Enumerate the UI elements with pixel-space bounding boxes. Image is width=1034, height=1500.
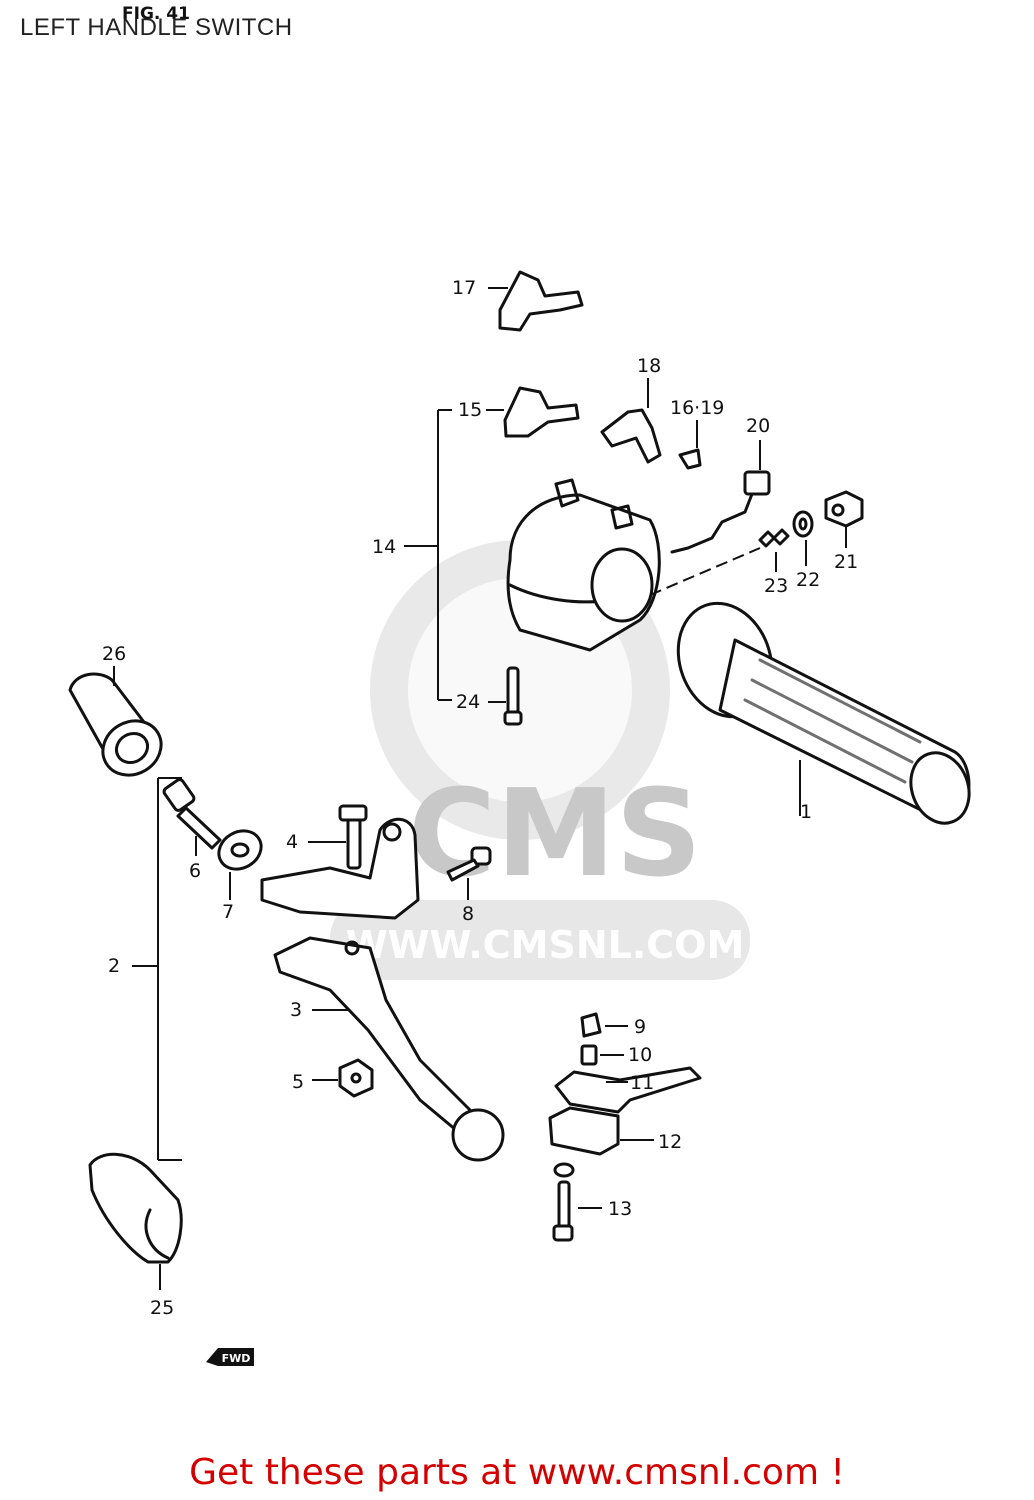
- part-18-knob: [600, 378, 662, 464]
- part-25-boot: [88, 1152, 183, 1290]
- part-8-screw: [446, 846, 492, 900]
- part-17-knob: [488, 270, 584, 332]
- part-11-switch: [554, 1066, 702, 1114]
- part-13-screw: [552, 1162, 602, 1242]
- label-2: 2: [108, 955, 120, 977]
- label-1: 1: [800, 801, 812, 823]
- label-20: 20: [746, 415, 770, 437]
- part-3-clutch-lever: [273, 936, 505, 1162]
- part-9-cap: [580, 1012, 628, 1038]
- label-3: 3: [290, 999, 302, 1021]
- label-15: 15: [458, 399, 482, 421]
- part-15-knob: [486, 386, 580, 438]
- part-7-washer: [217, 829, 263, 900]
- label-21: 21: [834, 551, 858, 573]
- label-14: 14: [372, 536, 396, 558]
- part-12-base: [548, 1106, 654, 1156]
- part-6-bolt: [162, 778, 222, 856]
- part-21-nut: [824, 490, 864, 548]
- label-4: 4: [286, 831, 298, 853]
- label-13: 13: [608, 1198, 632, 1220]
- label-25: 25: [150, 1297, 174, 1319]
- label-11: 11: [630, 1072, 654, 1094]
- fwd-arrow-icon: FWD: [206, 1348, 254, 1366]
- watermark-brand: CMS: [408, 765, 702, 904]
- part-23-spring: [758, 528, 790, 572]
- label-10: 10: [628, 1044, 652, 1066]
- label-17: 17: [452, 277, 476, 299]
- part-2-bracket: [132, 777, 182, 1161]
- part-26-cap: [68, 666, 163, 777]
- part-14-switch-housing: [404, 409, 761, 701]
- part-10-spring: [580, 1044, 624, 1066]
- part-22-washer: [792, 510, 814, 566]
- label-18: 18: [637, 355, 661, 377]
- label-9: 9: [634, 1016, 646, 1038]
- label-12: 12: [658, 1131, 682, 1153]
- part-labels: 1 2 3 4 5 6 7 8 9 10 11 12 13 14 15 16·1…: [102, 277, 858, 1319]
- label-16-19: 16·19: [670, 397, 724, 419]
- label-7: 7: [222, 901, 234, 923]
- label-23: 23: [764, 575, 788, 597]
- part-lever-holder: [260, 804, 420, 920]
- label-5: 5: [292, 1071, 304, 1093]
- figure-number: FIG. 41: [122, 4, 190, 24]
- part-5-nut: [312, 1058, 374, 1098]
- part-20-contact: [670, 440, 771, 554]
- footer-link[interactable]: Get these parts at www.cmsnl.com !: [189, 1452, 845, 1493]
- part-24-screw: [488, 666, 523, 726]
- label-24: 24: [456, 691, 480, 713]
- part-16-19-screw: [678, 420, 702, 470]
- watermark-url: WWW.CMSNL.COM: [346, 923, 745, 967]
- label-8: 8: [462, 903, 474, 925]
- fwd-label: FWD: [222, 1352, 251, 1365]
- label-26: 26: [102, 643, 126, 665]
- part-1-grip: [676, 601, 971, 825]
- diagram-title: LEFT HANDLE SWITCH: [20, 14, 293, 41]
- label-22: 22: [796, 569, 820, 591]
- label-6: 6: [189, 860, 201, 882]
